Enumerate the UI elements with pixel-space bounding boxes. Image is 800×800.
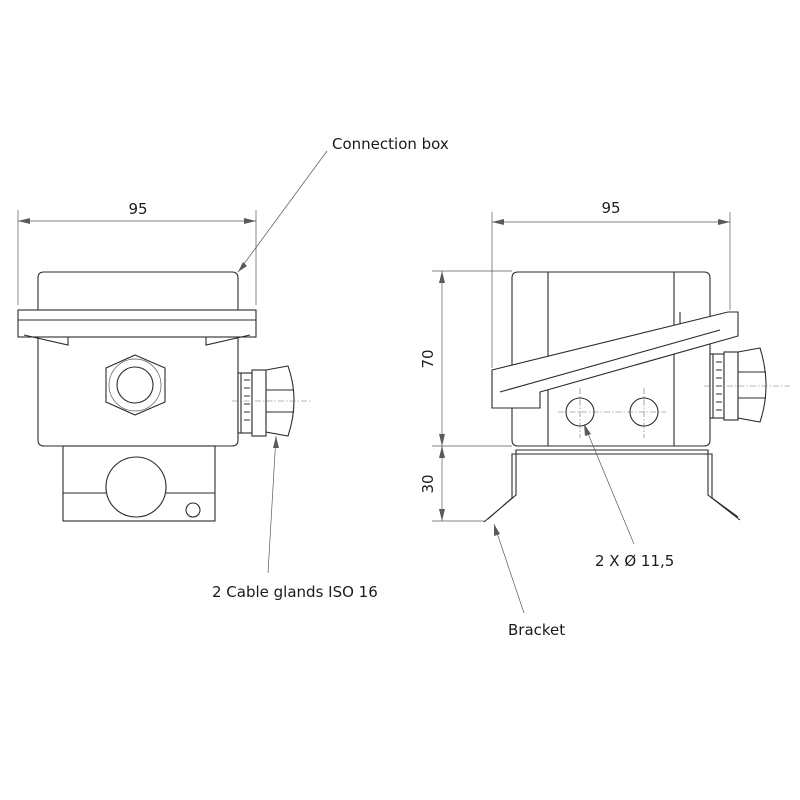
front-hex-nut-inner (108, 358, 162, 412)
side-cable-gland (709, 347, 767, 423)
leader-holes (583, 423, 635, 545)
dimension-box-height (432, 270, 512, 521)
dim-bracket-height-label: 30 (419, 474, 437, 493)
leader-cable-glands (267, 435, 277, 574)
label-bracket: Bracket (508, 621, 565, 639)
side-hole-centerlines (558, 388, 666, 438)
dimension-front-width (17, 210, 257, 305)
front-lid-groove (18, 319, 256, 346)
front-base-small-hole (185, 502, 201, 518)
label-holes: 2 X Ø 11,5 (595, 552, 674, 570)
side-lid-band-inner (499, 312, 721, 393)
side-view (483, 271, 790, 523)
front-view (17, 271, 312, 522)
dimension-side-width (491, 212, 731, 368)
dim-side-width-label: 95 (601, 199, 620, 217)
front-lid-band (17, 309, 257, 338)
leader-connection-box (237, 150, 328, 273)
front-hex-nut-bore (116, 366, 154, 404)
dimension-bracket-height (432, 509, 486, 522)
dim-front-width-label: 95 (128, 200, 147, 218)
label-cable-glands: 2 Cable glands ISO 16 (212, 583, 378, 601)
dim-box-height-label: 70 (419, 349, 437, 368)
side-bracket (483, 449, 741, 523)
front-base-boss (105, 456, 167, 518)
front-hex-nut (105, 354, 166, 416)
leader-bracket (493, 523, 525, 614)
label-connection-box: Connection box (332, 135, 449, 153)
